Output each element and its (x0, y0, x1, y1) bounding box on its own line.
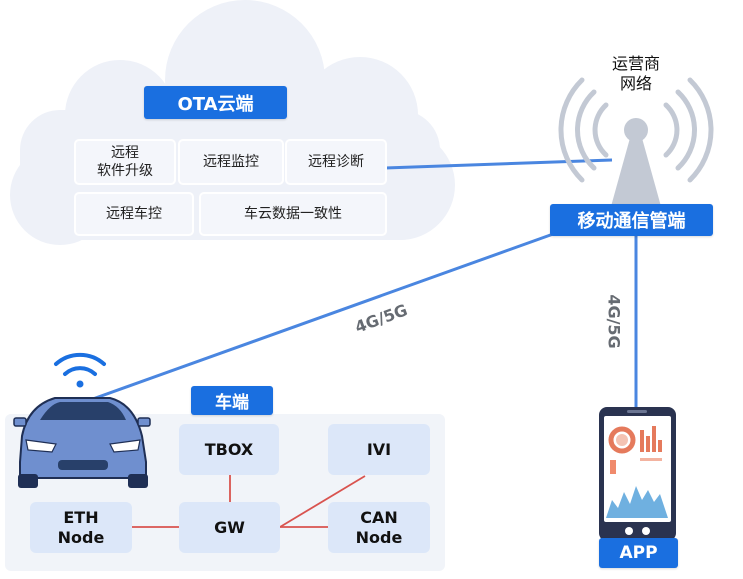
cloud-box-data-consistency: 车云数据一致性 (199, 192, 387, 236)
antenna-tower-icon (558, 77, 714, 210)
cloud-box-remote-monitoring: 远程监控 (178, 139, 284, 185)
carrier-network-label: 运营商 网络 (590, 54, 682, 94)
app-link-label: 4G/5G (604, 294, 624, 349)
node-ivi: IVI (328, 424, 430, 475)
cloud-box-remote-software-upgrade: 远程 软件升级 (74, 139, 176, 185)
ota-cloud-title: OTA云端 (144, 86, 287, 119)
phone-icon (599, 407, 676, 541)
car-to-pipe-line (89, 231, 557, 402)
carrier-network-label-line2: 网络 (619, 74, 652, 93)
node-tbox: TBOX (179, 424, 279, 475)
cloud-box-remote-diagnosis: 远程诊断 (285, 139, 387, 185)
cloud-to-tower-line (384, 158, 613, 170)
wifi-icon (54, 352, 106, 388)
mobile-pipe-label: 移动通信管端 (550, 204, 713, 236)
node-eth: ETH Node (30, 502, 132, 553)
bus-gw-ivi (279, 475, 366, 528)
node-gw: GW (179, 502, 280, 553)
cloud-box-remote-control: 远程车控 (74, 192, 194, 236)
carrier-network-label-line1: 运营商 (611, 54, 660, 73)
node-can: CAN Node (328, 502, 430, 553)
app-label: APP (599, 538, 678, 568)
vehicle-title: 车端 (191, 386, 273, 415)
car-icon (13, 397, 151, 488)
